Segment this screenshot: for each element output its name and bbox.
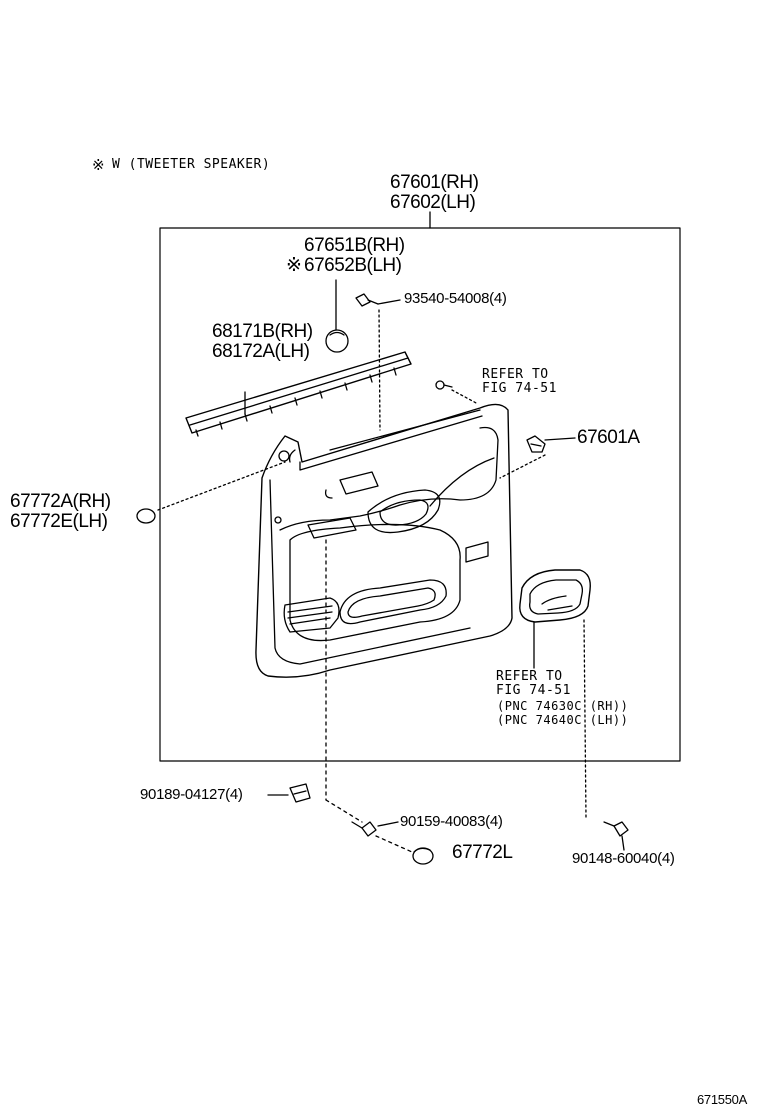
clip-top xyxy=(435,380,479,405)
screw-90148 xyxy=(603,821,629,851)
leader-dash-2 xyxy=(325,799,363,823)
label-screw-90148: 90148-60040(4) xyxy=(572,850,675,867)
screw-93540 xyxy=(355,293,401,431)
legend-text: W (TWEETER SPEAKER) xyxy=(112,157,271,172)
label-refer-bottom-1: REFER TO xyxy=(496,669,563,684)
assembly-frame xyxy=(159,227,681,762)
plug-67772a xyxy=(136,461,286,524)
screw-90159 xyxy=(351,821,399,837)
clip-67601a xyxy=(499,435,576,479)
label-cover-rh: 67651B(RH) xyxy=(304,235,405,256)
clip-90189 xyxy=(267,783,311,803)
cover-part xyxy=(325,279,349,353)
leader-dash-3 xyxy=(375,835,413,853)
label-refer-top-1: REFER TO xyxy=(482,367,549,382)
label-refer-bottom-2: FIG 74-51 xyxy=(496,683,571,698)
label-refer-top-2: FIG 74-51 xyxy=(482,381,557,396)
label-clip-67601a: 67601A xyxy=(577,427,640,448)
label-cover-lh-symbol: ※ xyxy=(286,255,302,276)
label-plug-67772l: 67772L xyxy=(452,842,513,863)
plug-67772l xyxy=(412,847,434,865)
label-plug-rh: 67772A(RH) xyxy=(10,491,111,512)
label-clip-90189: 90189-04127(4) xyxy=(140,786,243,803)
label-screw-90159: 90159-40083(4) xyxy=(400,813,503,830)
label-trim-panel-rh: 67601(RH) xyxy=(390,172,479,193)
label-plug-lh: 67772E(LH) xyxy=(10,511,108,532)
label-weatherstrip-rh: 68171B(RH) xyxy=(212,321,313,342)
label-trim-panel-lh: 67602(LH) xyxy=(390,192,476,213)
weatherstrip-part xyxy=(185,351,412,437)
figure-code: 671550A xyxy=(697,1092,747,1107)
label-pnc-lh: (PNC 74640C (LH)) xyxy=(497,713,629,727)
inside-handle-bezel xyxy=(519,569,591,819)
door-trim-panel xyxy=(255,403,513,678)
label-pnc-rh: (PNC 74630C (RH)) xyxy=(497,699,629,713)
legend-symbol: ※ xyxy=(92,157,105,174)
label-cover-lh: 67652B(LH) xyxy=(304,255,402,276)
label-screw-93540: 93540-54008(4) xyxy=(404,290,507,307)
label-weatherstrip-lh: 68172A(LH) xyxy=(212,341,310,362)
